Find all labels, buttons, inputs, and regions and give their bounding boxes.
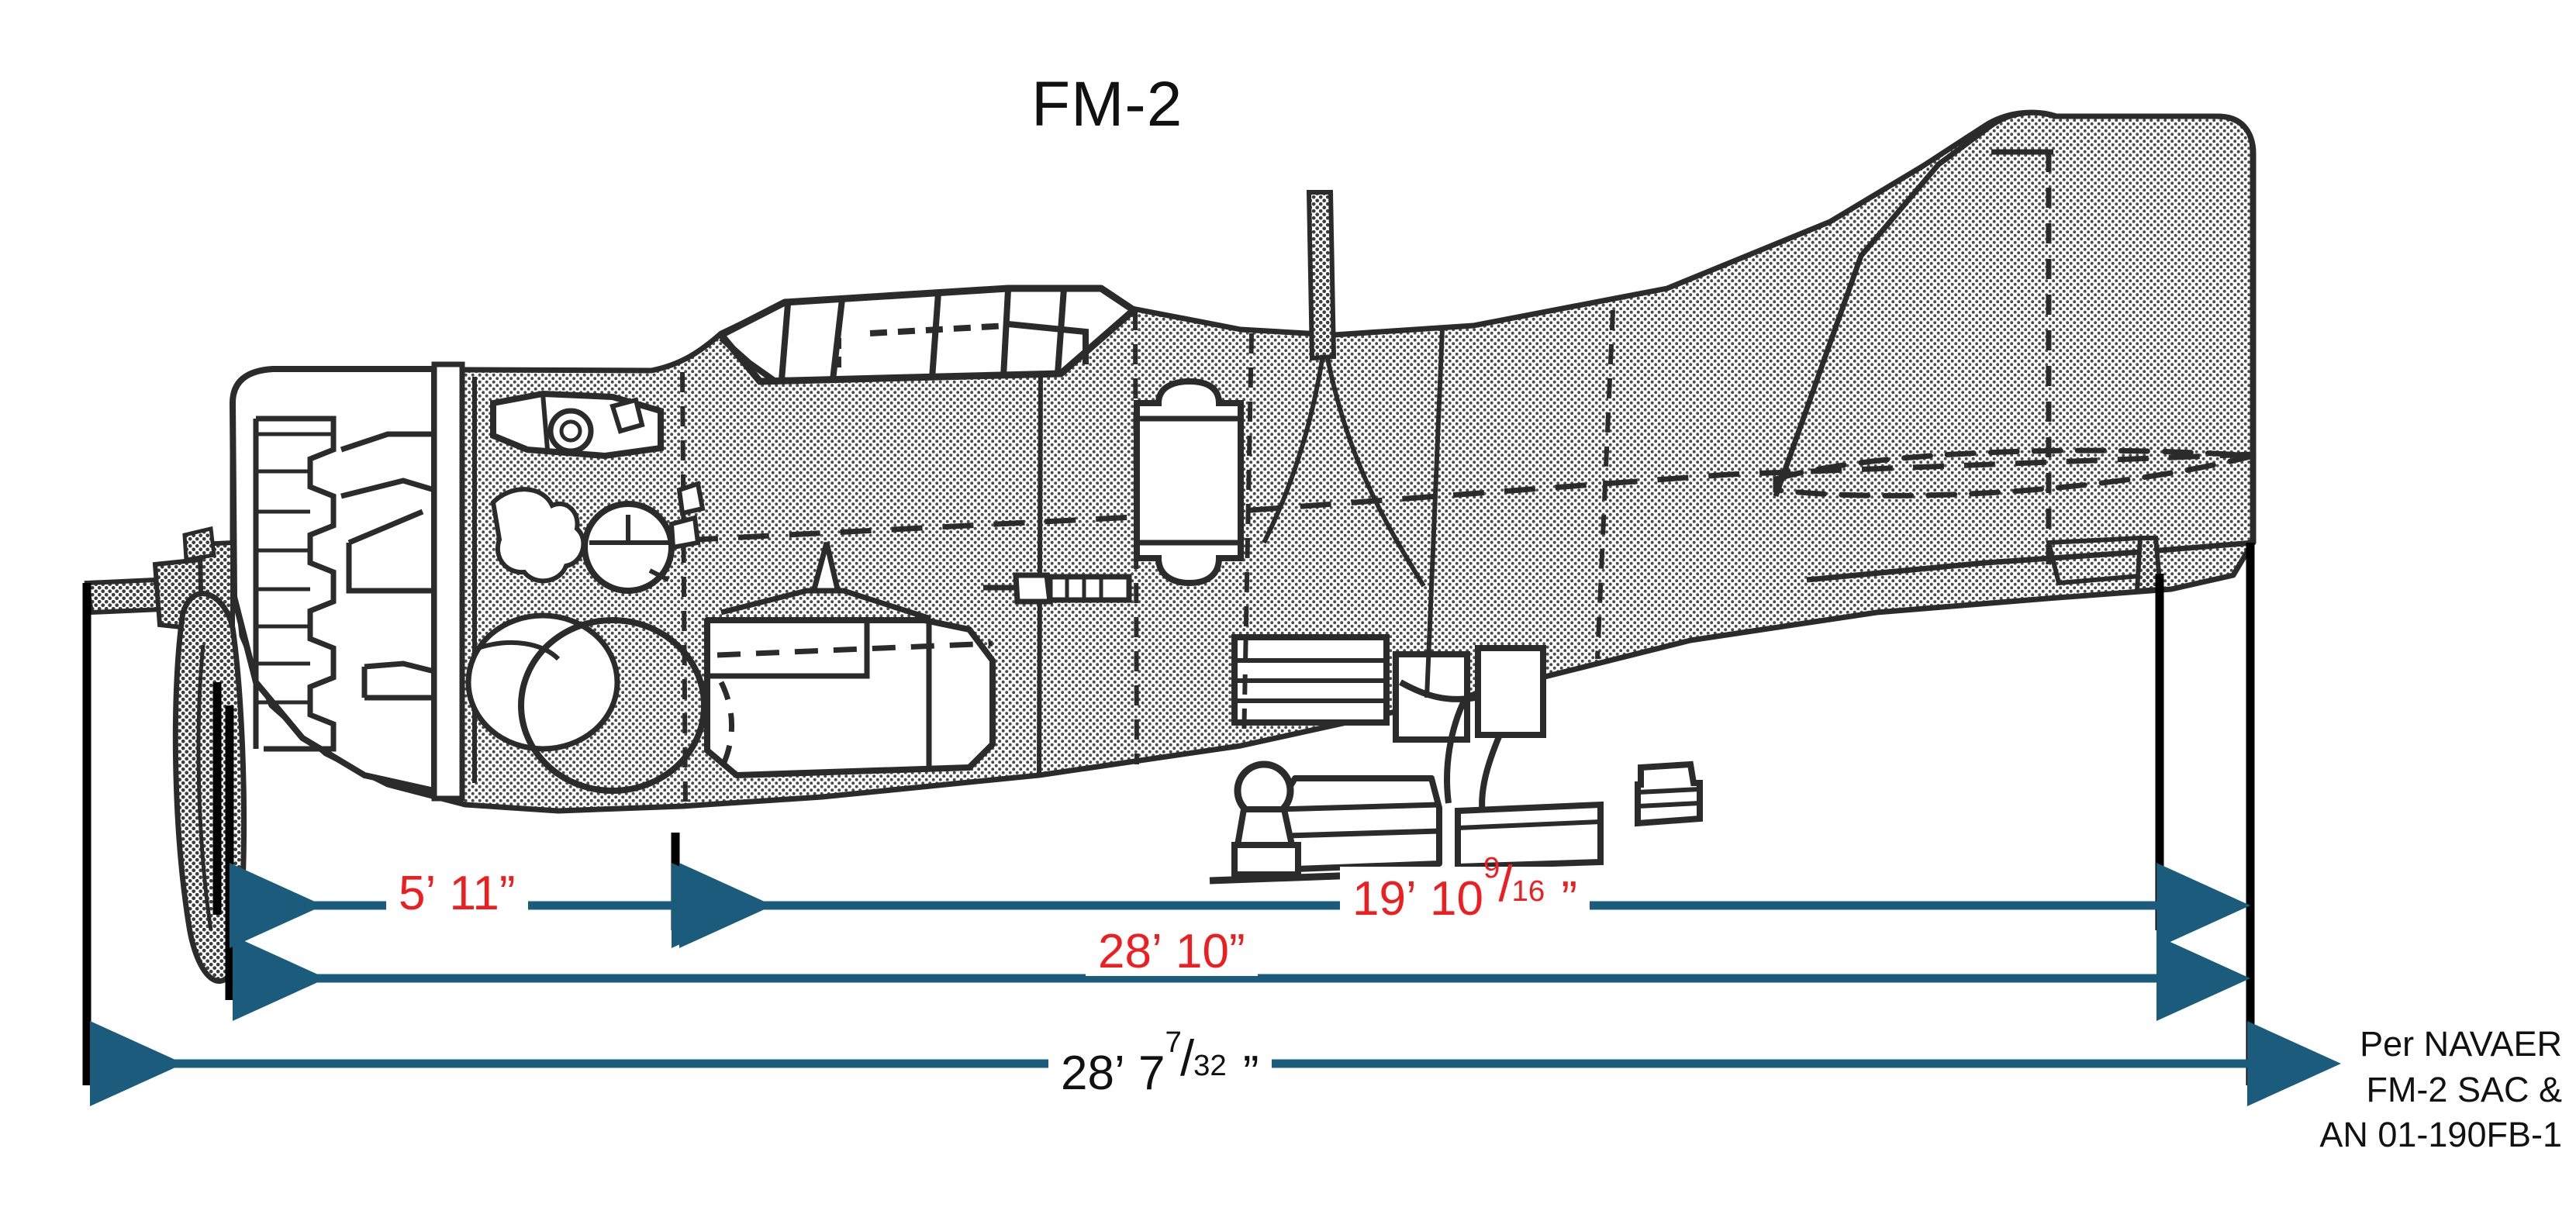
dimension-label-prop-to-firewall: 5’ 11”: [386, 870, 528, 918]
dim-frac-denominator-fwd: 16: [1511, 874, 1545, 909]
page-title: FM-2: [1031, 69, 1183, 140]
horizontal-stabilizer: [1773, 447, 2254, 498]
radio-mast: [1262, 190, 1426, 588]
datum-line: [635, 451, 2254, 546]
source-note: Per NAVAER FM-2 SAC & AN 01-190FB-1: [2236, 1022, 2562, 1158]
extension-lines: [82, 543, 2255, 1085]
dim-feet-fwd: 19’: [1352, 872, 1417, 926]
engine-cowling: [230, 361, 620, 802]
dim-inches-fwd: 10: [1429, 872, 1483, 926]
source-note-line-2: FM-2 SAC &: [2366, 1069, 2562, 1109]
dim-quote-fwd: ”: [1561, 872, 1578, 926]
fraction-slash-icon: /: [1498, 854, 1513, 912]
dim-inches-mid: 10”: [1175, 925, 1245, 978]
arresting-gear-rod: [983, 572, 1132, 605]
dim-frac-numerator-tot: 7: [1165, 1026, 1182, 1060]
dim-feet-mid: 28’: [1098, 925, 1162, 978]
fuselage-frames: [680, 309, 1615, 809]
fuel-tank-assembly: [518, 542, 996, 794]
dim-frac-denominator-tot: 32: [1193, 1049, 1227, 1083]
dim-fraction-fwd: 9/16: [1483, 853, 1561, 915]
dim-frac-numerator-fwd: 9: [1483, 851, 1500, 885]
dim-inches-tot: 7: [1138, 1047, 1165, 1100]
dim-quote-tot: ”: [1242, 1047, 1259, 1100]
source-note-line-1: Per NAVAER: [2360, 1024, 2562, 1064]
dim-fraction-tot: 7/32: [1165, 1027, 1242, 1089]
dim-feet-prop: 5’: [399, 867, 437, 920]
fraction-slash-icon-2: /: [1179, 1029, 1195, 1086]
dimension-label-spinner-to-tail: 28’ 10”: [1086, 928, 1258, 976]
dim-inches-prop: 11”: [449, 867, 516, 920]
nose-detail: [490, 390, 706, 594]
source-note-line-3: AN 01-190FB-1: [2319, 1115, 2562, 1154]
canopy: [717, 285, 1138, 385]
dim-feet-tot: 28’: [1061, 1047, 1125, 1100]
